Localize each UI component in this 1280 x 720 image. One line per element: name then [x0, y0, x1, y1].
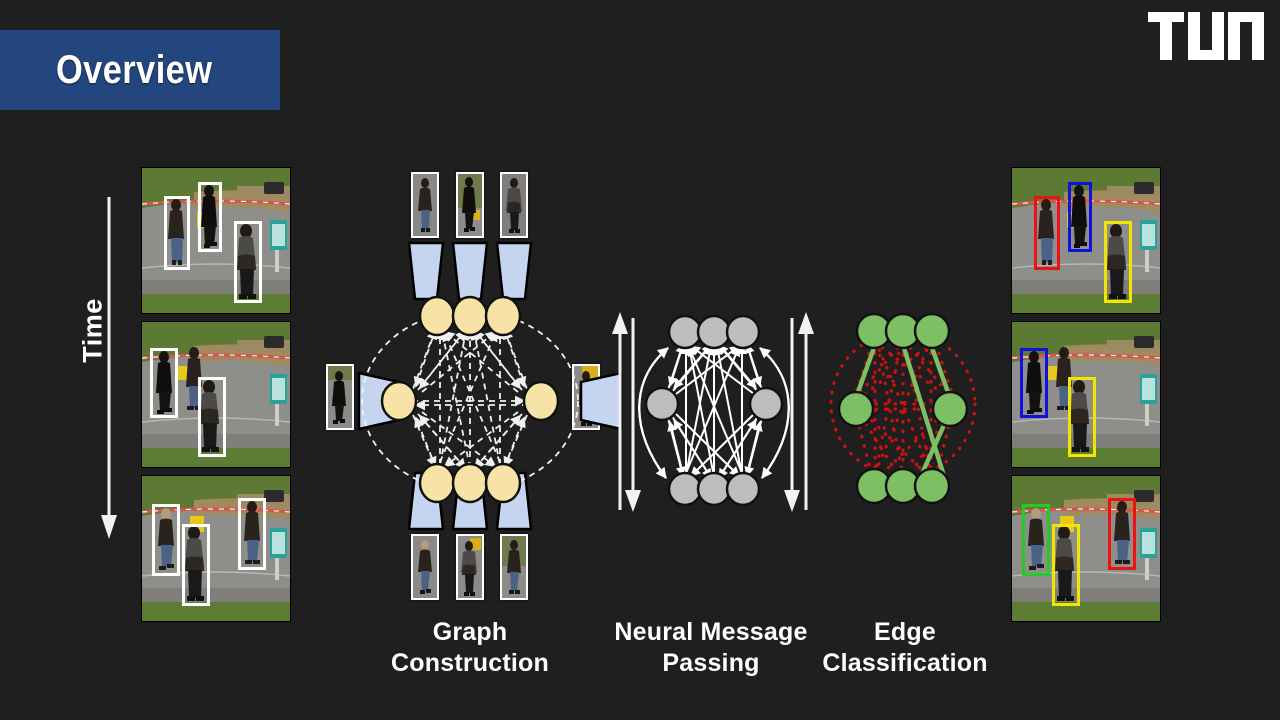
- output-frame-column: [1012, 168, 1160, 621]
- person-crop: [411, 534, 439, 600]
- bounding-box: [1052, 524, 1080, 606]
- stage-label-line2: Classification: [822, 649, 988, 678]
- tum-logo: [1148, 12, 1264, 60]
- page-title: Overview: [56, 47, 213, 92]
- active-edges: [854, 342, 952, 481]
- person-silhouette: [158, 501, 260, 601]
- person-silhouette: [1026, 347, 1089, 452]
- bounding-box: [198, 377, 226, 457]
- input-frame-column: [142, 168, 290, 621]
- bounding-box: [1108, 498, 1136, 570]
- bounding-box: [1034, 196, 1060, 270]
- person-silhouette: [1028, 501, 1130, 601]
- input-frame: [142, 168, 290, 313]
- bounding-box: [1104, 221, 1132, 303]
- stage-label-line1: Graph: [432, 618, 508, 646]
- bounding-box: [182, 524, 210, 606]
- stage-label-line1: Neural Message: [614, 618, 808, 646]
- stage-label-graph-construction: Graph Construction: [370, 617, 570, 680]
- input-frame: [142, 322, 290, 467]
- person-crop: [456, 534, 484, 600]
- person-silhouette: [168, 185, 256, 299]
- title-bar: Overview: [0, 30, 280, 110]
- message-passing-nodes: [644, 314, 784, 507]
- stage-label-line2: Construction: [391, 649, 549, 678]
- person-crop: [456, 172, 484, 238]
- pruned-edges: [829, 330, 977, 481]
- time-arrow-icon: [101, 197, 117, 539]
- bounding-box: [198, 182, 222, 252]
- stage-label-line2: Passing: [662, 649, 760, 678]
- person-crop: [572, 364, 600, 430]
- message-passing-arrows: [612, 312, 814, 512]
- time-axis: Time: [62, 195, 122, 540]
- output-frame: [1012, 168, 1160, 313]
- graph-edges: [361, 310, 579, 492]
- output-frame: [1012, 476, 1160, 621]
- message-passing-edges: [667, 341, 763, 480]
- input-frame: [142, 476, 290, 621]
- person-crop: [500, 172, 528, 238]
- stage-label-edge-classification: Edge Classification: [805, 617, 1005, 680]
- bounding-box: [164, 196, 190, 270]
- person-crop: [500, 534, 528, 600]
- stage-label-neural-message-passing: Neural Message Passing: [611, 617, 811, 680]
- bounding-box: [1068, 182, 1092, 252]
- person-crop: [326, 364, 354, 430]
- edge-classification-nodes: [837, 312, 969, 505]
- bounding-box: [152, 504, 180, 576]
- bounding-box: [1022, 504, 1050, 576]
- person-silhouette: [1038, 185, 1126, 299]
- bounding-box: [234, 221, 262, 303]
- output-frame: [1012, 322, 1160, 467]
- stage-label-line1: Edge: [874, 618, 936, 646]
- bounding-box: [1020, 348, 1048, 418]
- person-crop: [411, 172, 439, 238]
- bounding-box: [150, 348, 178, 418]
- bounding-box: [238, 498, 266, 570]
- graph-nodes: [380, 295, 560, 504]
- message-passing-curves: [638, 347, 790, 479]
- bounding-box: [1068, 377, 1096, 457]
